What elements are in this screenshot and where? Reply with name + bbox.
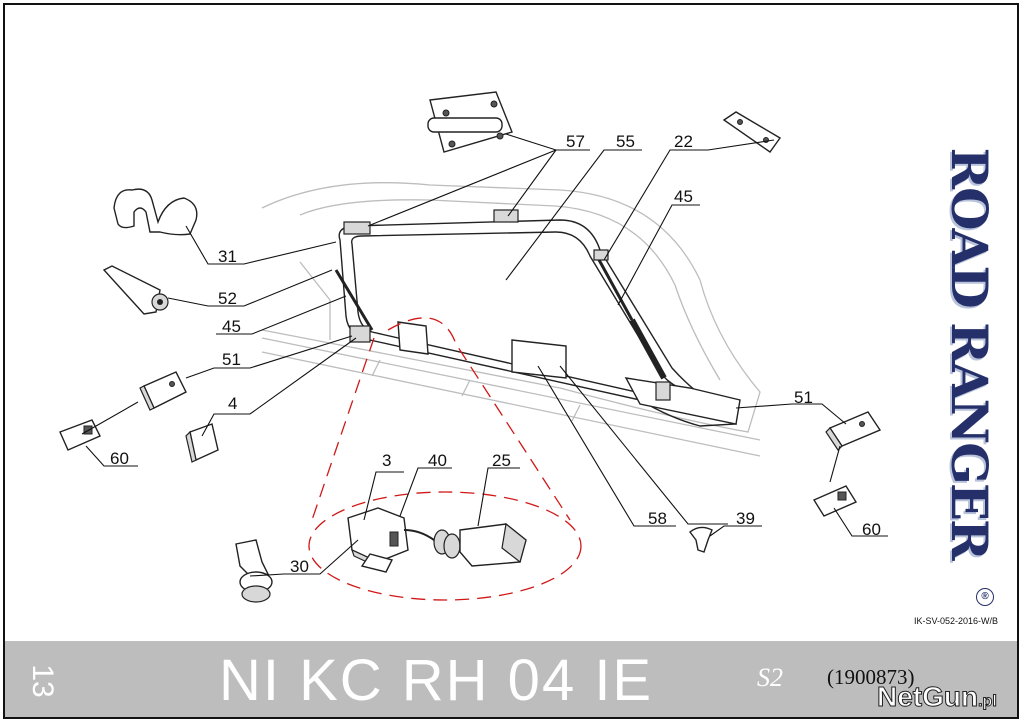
gas-strut-left (334, 269, 374, 331)
rubber-seal-part (113, 188, 198, 236)
plate-part (511, 339, 567, 379)
hinge-part (427, 91, 513, 153)
footer-bar: 13 NI KC RH 04 IE S2 (1900873) NetGun.pl (5, 641, 1017, 717)
callout-51-right: 51 (794, 388, 813, 407)
callout-30: 30 (290, 557, 309, 576)
lock-cover-plate (397, 321, 429, 355)
grommet-part (235, 539, 273, 603)
callout-25: 25 (492, 451, 511, 470)
callout-60-right: 60 (862, 520, 881, 539)
page-number: 13 (26, 664, 59, 698)
callout-45-left: 45 (222, 317, 241, 336)
watermark-main: NetGun (876, 681, 979, 713)
gas-strut-right (593, 249, 667, 380)
callout-52: 52 (218, 289, 237, 308)
registered-mark: ® (976, 588, 994, 606)
road-ranger-logo: ROAD RANGER (940, 118, 999, 588)
push-rivet-part (689, 526, 713, 553)
hinge-plate-left (343, 221, 371, 235)
lock-assembly-parts (347, 507, 527, 573)
callout-60-left: 60 (110, 449, 129, 468)
leader-lines (81, 133, 888, 577)
callout-39: 39 (736, 509, 755, 528)
callout-57: 57 (566, 132, 585, 151)
callout-22: 22 (674, 132, 693, 151)
watermark-suffix: .pl (978, 693, 998, 711)
variant-label: S2 (757, 663, 783, 692)
page-frame (3, 3, 1019, 719)
detail-magnifier-outline (308, 317, 582, 601)
callout-40: 40 (428, 451, 447, 470)
callout-45-right: 45 (674, 187, 693, 206)
vehicle-body-outline (261, 182, 761, 457)
callout-51-left: 51 (222, 350, 241, 369)
watermark: NetGun.pl (876, 681, 998, 713)
lock-striker-right-part (825, 411, 882, 451)
document-reference: IK-SV-052-2016-W/B (914, 616, 999, 626)
model-code: NI KC RH 04 IE (219, 648, 654, 713)
clip-part (185, 423, 219, 463)
rubber-stop-right-part (812, 485, 858, 517)
catalog-number: (1900873) (827, 665, 915, 689)
logo-text: ROAD RANGER (940, 147, 999, 559)
callout-55: 55 (616, 132, 635, 151)
strut-end-bracket-part (102, 265, 169, 315)
callout-3: 3 (382, 451, 391, 470)
rubber-stop-left-part (59, 419, 101, 451)
callout-58: 58 (648, 509, 667, 528)
callout-labels: 57 55 22 45 31 52 45 51 4 60 3 40 25 30 … (110, 132, 881, 576)
lock-striker-left-part (139, 371, 187, 411)
hinge-plate-right (493, 209, 519, 223)
lock-mount-bracket (349, 325, 371, 343)
callout-4: 4 (228, 394, 237, 413)
rear-latch-assembly (624, 377, 741, 425)
callout-31: 31 (218, 247, 237, 266)
